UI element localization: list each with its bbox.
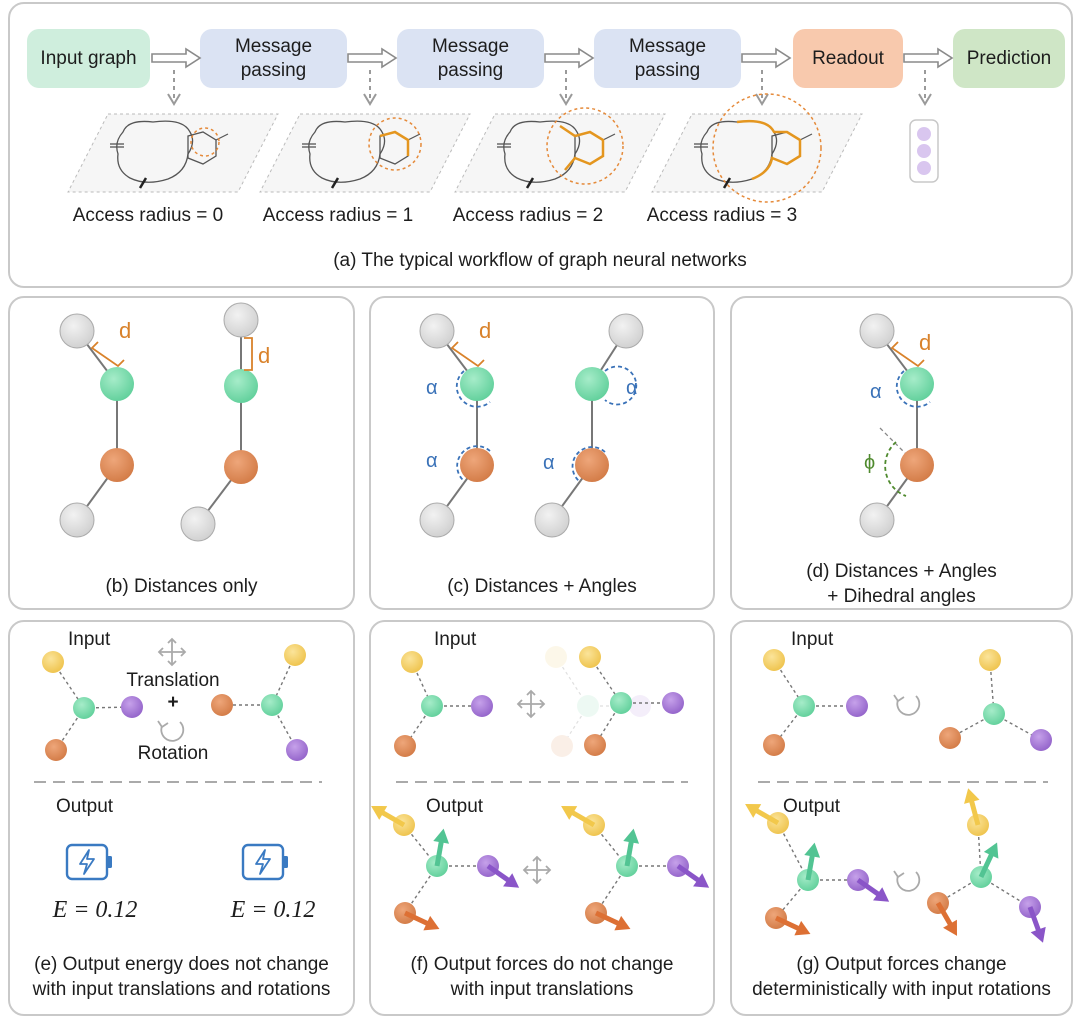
panel-a-caption: (a) The typical workflow of graph neural… [333,250,747,271]
panel-f-caption-line2: with input translations [450,979,634,1000]
panel-e-plus: + [167,692,179,713]
panel-d-dihedral-label: ϕ [864,452,876,474]
panel-g-input-label: Input [791,629,834,650]
panel-g-caption-line1: (g) Output forces change [796,954,1007,975]
molecule-plate-radius-0 [66,112,280,194]
panel-b [8,296,355,610]
panel-c-angle-label-4: α [543,452,555,474]
panel-g-output-label: Output [783,796,841,817]
panel-g [730,620,1073,1016]
panel-f-input-molecule-1 [394,651,493,757]
panel-e-energy-right: E = 0.12 [230,897,316,923]
panel-e-input-molecule-2 [211,644,308,761]
panel-c-distance-label: d [479,318,492,343]
panel-f-output-molecule-1 [367,799,524,936]
panel-b-distance-label-1: d [119,318,132,343]
molecule-plate-radius-3 [650,93,864,203]
molecule-plate-radius-1 [258,112,472,194]
panel-c-molecule-2 [534,313,644,538]
panel-g-input-molecule-1 [763,649,868,756]
prediction-stage: Prediction [953,29,1065,88]
panel-f-input-label: Input [434,629,477,650]
panel-b-molecule-1 [59,313,134,538]
battery-icon [241,843,288,881]
panel-g-output-molecule-1 [741,797,894,941]
panel-b-distance-label-2: d [258,343,271,368]
input-graph-stage: Input graph [27,29,150,88]
panel-b-molecule-2 [180,302,259,542]
panel-f-output-molecule-2 [557,799,714,936]
rotate-icon [893,870,921,892]
readout-stage: Readout [793,29,903,88]
panel-e-input-molecule-1 [42,651,143,761]
radius-label-1: Access radius = 1 [262,205,414,226]
battery-icon [65,843,112,881]
panel-e-translation-label: Translation [126,670,220,691]
radius-label-2: Access radius = 2 [452,205,604,226]
panel-d-caption-line2: + Dihedral angles [827,586,976,607]
panel-e-caption-line1: (e) Output energy does not change [34,954,329,975]
panel-c-angle-label-1: α [426,377,438,399]
panel-d-caption-line1: (d) Distances + Angles [806,561,997,582]
message-passing-stage-2: Message passing [397,29,544,88]
message-passing-stage-1: Message passing [200,29,347,88]
panel-f-input-molecule-2 [579,646,684,756]
panel-g-caption-line2: deterministically with input rotations [752,979,1051,1000]
panel-d-molecule [859,313,934,538]
panel-e-output-label: Output [56,796,114,817]
move-icon [523,856,551,884]
panel-c [369,296,715,610]
panel-f-caption-line1: (f) Output forces do not change [410,954,674,975]
panel-d-angle-label: α [870,381,882,403]
prediction-vector [909,119,939,183]
molecule-plate-radius-2 [453,107,667,194]
panel-e-caption-line2: with input translations and rotations [32,979,331,1000]
move-icon [158,638,186,666]
panel-c-caption: (c) Distances + Angles [447,576,637,597]
radius-label-0: Access radius = 0 [72,205,224,226]
panel-f-output-label: Output [426,796,484,817]
move-icon [517,690,545,718]
panel-d-distance-label: d [919,330,932,355]
panel-c-molecule-1 [419,313,494,538]
panel-g-output-molecule-2 [927,786,1051,945]
panel-g-input-molecule-2 [939,649,1052,751]
panel-e-rotation-label: Rotation [137,743,209,764]
panel-e-input-label: Input [68,629,111,650]
panel-e-energy-left: E = 0.12 [52,897,138,923]
rotate-icon [157,720,185,742]
radius-label-3: Access radius = 3 [646,205,798,226]
panel-f [369,620,715,1016]
panel-d [730,296,1073,610]
panel-f-ghost-molecule [545,646,651,757]
message-passing-stage-3: Message passing [594,29,741,88]
panel-e [8,620,355,1016]
panel-c-angle-label-3: α [626,377,638,399]
rotate-icon [893,694,921,716]
panel-c-angle-label-2: α [426,450,438,472]
panel-b-caption: (b) Distances only [105,576,258,597]
